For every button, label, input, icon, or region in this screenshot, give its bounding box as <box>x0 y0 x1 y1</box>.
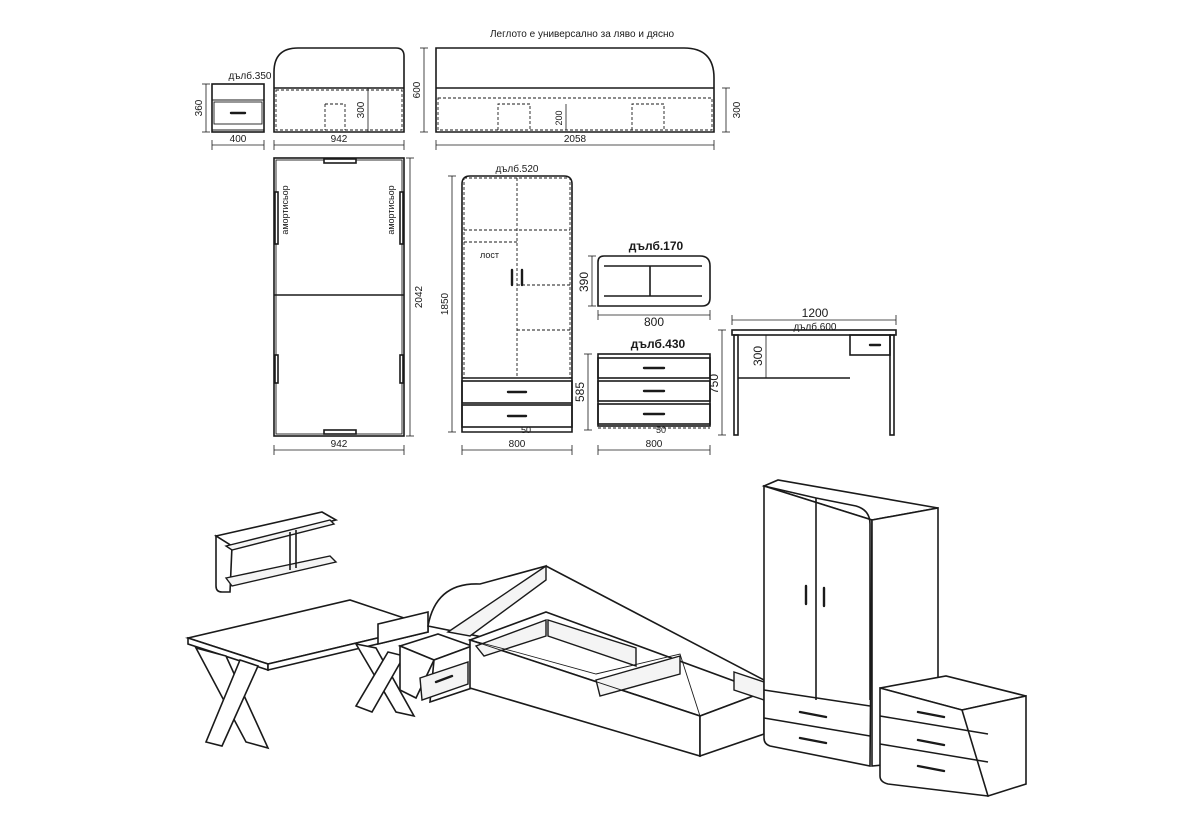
bed-iso <box>427 564 767 758</box>
bed-side-base-height-label: 300 <box>732 101 743 118</box>
bed-side-length-label: 2058 <box>564 134 587 145</box>
desk-depth-label: дълб.600 <box>794 321 837 333</box>
nightstand-height-label: 360 <box>194 99 205 116</box>
bed-side-drawer-height-label: 200 <box>554 110 564 125</box>
shelf-width-label: 800 <box>644 315 664 329</box>
bed-end-base-height-label: 300 <box>356 101 367 118</box>
nightstand-iso <box>397 633 475 704</box>
wardrobe-width-label: 800 <box>509 439 526 450</box>
wardrobe-front-view: лост дълб.520 50 1850 800 <box>440 163 573 455</box>
nightstand-body <box>211 83 265 133</box>
dresser-plinth-label: 50 <box>656 425 666 435</box>
bed-side-height-label: 600 <box>412 81 423 98</box>
shock-absorber-left-label: амортисьор <box>280 185 290 234</box>
dresser-width-label: 800 <box>646 439 663 450</box>
bed-end-view: 300 942 <box>273 47 405 150</box>
bed-top-view: амортисьор амортисьор 2042 942 <box>273 157 425 455</box>
bed-top-width-label: 942 <box>331 439 348 450</box>
nightstand-front-view: дълб.350 360 400 <box>194 70 272 150</box>
nightstand-width-label: 400 <box>230 134 247 145</box>
desk-iso <box>185 599 431 750</box>
nightstand-depth-label: дълб.350 <box>229 70 272 82</box>
wardrobe-depth-label: дълб.520 <box>496 163 539 175</box>
universal-bed-note: Леглото е универсално за ляво и дясно <box>490 29 675 40</box>
desk-width-label: 1200 <box>802 306 829 320</box>
nightstand-drawer <box>213 101 263 125</box>
bed-side-view: 200 600 300 2058 <box>412 47 743 150</box>
desk-height-label: 750 <box>707 374 721 394</box>
shelf-height-label: 390 <box>577 272 591 292</box>
wardrobe-rail-label: лост <box>480 250 499 260</box>
shelf-front-view: дълб.170 390 800 <box>577 239 711 329</box>
desk-drawer-height-label: 300 <box>751 346 765 366</box>
wardrobe-plinth-label: 50 <box>521 425 531 435</box>
shock-absorber-right-label: амортисьор <box>386 185 396 234</box>
desk-front-view: 1200 дълб.600 300 750 <box>707 306 897 436</box>
wardrobe-height-label: 1850 <box>440 292 451 315</box>
dresser-iso <box>879 675 1027 798</box>
bed-end-width-label: 942 <box>331 134 348 145</box>
bed-top-length-label: 2042 <box>414 285 425 308</box>
shelf-depth-label: дълб.170 <box>629 239 684 253</box>
wall-shelf-iso <box>213 511 339 593</box>
dresser-front-view: дълб.430 50 585 800 <box>573 337 711 455</box>
dresser-depth-label: дълб.430 <box>631 337 686 351</box>
dresser-height-label: 585 <box>573 382 587 402</box>
